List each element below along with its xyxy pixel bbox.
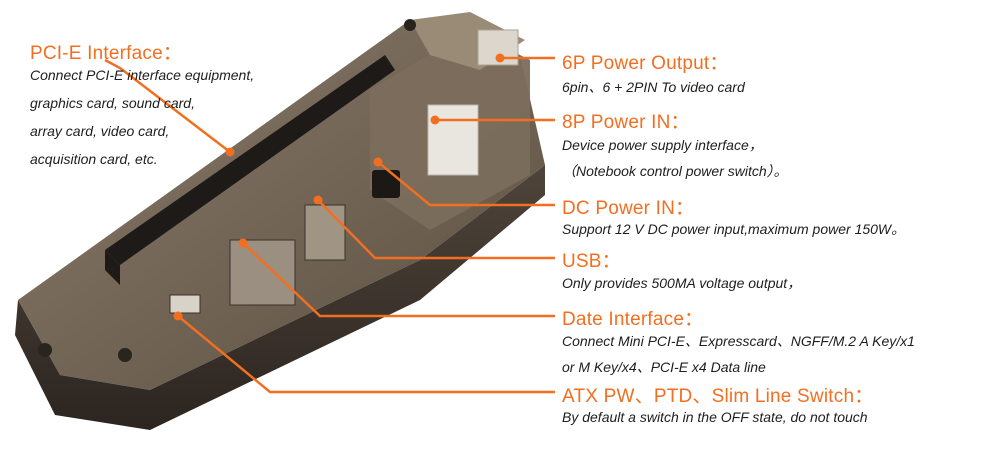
dc-line-1: Support 12 V DC power input,maximum powe… [562,221,906,237]
atx-title: ATX PW、PTD、Slim Line Switch： [562,386,874,407]
leader-atx [177,315,555,394]
dot-pci-e [225,147,235,157]
6p-line-1: 6pin、6 + 2PIN To video card [562,79,745,95]
dot-8p [430,115,440,125]
pcie-slot-end [105,250,120,285]
pci-e-line-3: array card, video card, [30,123,170,139]
device-front-face [15,165,545,430]
usb-line-1: Only provides 500MA voltage output， [562,275,802,291]
8p-line-1: Device power supply interface， [562,137,763,153]
pci-e-title: PCI-E Interface： [30,43,183,64]
atx-line-1: By default a switch in the OFF state, do… [562,409,868,425]
pci-e-line-2: graphics card, sound card, [30,95,195,111]
dot-date [238,238,248,248]
dc-title: DC Power IN： [562,198,695,219]
screw-hole [38,343,52,357]
pcie-slot [105,55,395,265]
pci-e-line-1: Connect PCI-E interface equipment, [30,67,255,83]
dot-usb [313,195,323,205]
usb-title: USB： [562,251,621,272]
date-line-2: or M Key/x4、PCI-E x4 Data line [562,359,766,375]
screw-hole [404,19,416,31]
pci-e-line-4: acquisition card, etc. [30,151,158,167]
screw-hole [118,348,132,362]
dot-atx [173,311,183,321]
usb-port [304,204,346,261]
leader-date [242,242,555,318]
6p-title: 6P Power Output： [562,53,729,74]
leader-pci-e [104,58,231,153]
date-title: Date Interface： [562,309,704,330]
data-port [229,239,296,306]
leader-usb [317,199,555,260]
date-line-1: Connect Mini PCI-E、Expresscard、NGFF/M.2 … [562,333,915,349]
leader-dc [377,161,555,207]
dc-jack [372,170,400,198]
8p-line-2: （Notebook control power switch）。 [562,163,788,179]
switch [169,294,201,314]
dot-dc [373,157,383,167]
dot-6p [495,53,505,63]
8p-title: 8P Power IN： [562,112,690,133]
